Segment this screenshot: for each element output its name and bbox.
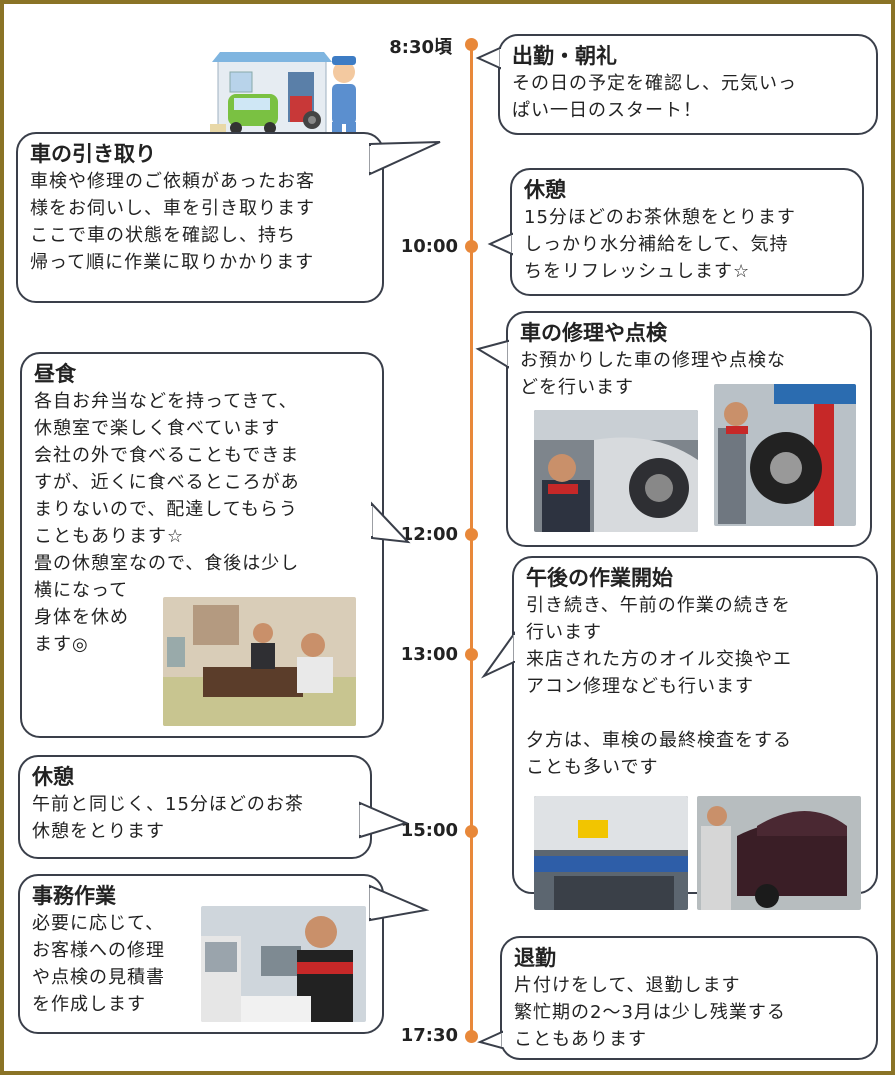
time-label: 12:00 bbox=[400, 524, 458, 545]
event-body: その日の予定を確認し、元気いっ ぱい一日のスタート！ bbox=[512, 73, 797, 121]
timeline-dot bbox=[465, 38, 478, 51]
event-break2-bubble: 休憩 午前と同じく、15分ほどのお茶 休憩をとります bbox=[18, 755, 409, 859]
time-label: 10:00 bbox=[400, 236, 458, 257]
timeline-dot bbox=[465, 825, 478, 838]
timeline-dot bbox=[465, 1030, 478, 1043]
timeline-dot bbox=[465, 648, 478, 661]
event-title: 車の修理や点検 bbox=[520, 321, 667, 345]
event-body: 午前と同じく、15分ほどのお茶 休憩をとります bbox=[32, 794, 304, 842]
afternoon-photo-engine bbox=[697, 796, 861, 910]
event-body: お預かりした車の修理や点検な どを行います bbox=[520, 350, 786, 398]
time-label: 8:30頃 bbox=[389, 37, 452, 58]
event-title: 休憩 bbox=[32, 765, 74, 789]
event-arrival-bubble: 出勤・朝礼 その日の予定を確認し、元気いっ ぱい一日のスタート！ bbox=[475, 34, 878, 135]
event-title: 事務作業 bbox=[32, 884, 116, 908]
event-break1-bubble: 休憩 15分ほどのお茶休憩をとります しっかり水分補給をして、気持 ちをリフレッ… bbox=[487, 168, 864, 296]
time-label: 13:00 bbox=[400, 644, 458, 665]
event-title: 車の引き取り bbox=[30, 142, 156, 166]
time-label: 17:30 bbox=[400, 1025, 458, 1046]
event-title: 昼食 bbox=[34, 362, 76, 386]
time-label: 15:00 bbox=[400, 820, 458, 841]
repair-photo-wheelwell bbox=[534, 410, 698, 532]
event-title: 退勤 bbox=[514, 946, 556, 970]
event-body: 引き続き、午前の作業の続きを 行います 来店された方のオイル交換やエ アコン修理… bbox=[526, 595, 792, 778]
timeline-dot bbox=[465, 528, 478, 541]
event-leave-bubble: 退勤 片付けをして、退勤します 繁忙期の2〜3月は少し残業する こともあります bbox=[477, 936, 878, 1060]
event-pickup-bubble: 車の引き取り 車検や修理のご依頼があったお客 様をお伺いし、車を引き取ります こ… bbox=[16, 132, 441, 303]
event-body: 必要に応じて、 お客様への修理 や点検の見積書 を作成します bbox=[32, 913, 165, 1015]
office-photo-desk bbox=[201, 906, 366, 1022]
event-body-continued: 横になって 身体を休め ます◎ bbox=[34, 580, 129, 655]
event-title: 出勤・朝礼 bbox=[512, 44, 617, 68]
event-title: 休憩 bbox=[524, 178, 566, 202]
lunch-photo-break-room bbox=[163, 597, 356, 726]
repair-photo-tire bbox=[714, 384, 856, 526]
event-body: 15分ほどのお茶休憩をとります しっかり水分補給をして、気持 ちをリフレッシュし… bbox=[524, 207, 796, 282]
timeline-dot bbox=[465, 240, 478, 253]
garage-mechanic-illustration bbox=[210, 52, 359, 161]
event-body: 各自お弁当などを持ってきて、 休憩室で楽しく食べています 会社の外で食べることも… bbox=[34, 391, 300, 574]
event-body: 車検や修理のご依頼があったお客 様をお伺いし、車を引き取ります ここで車の状態を… bbox=[30, 171, 315, 273]
afternoon-photo-oil-change bbox=[534, 796, 688, 910]
event-body: 片付けをして、退勤します 繁忙期の2〜3月は少し残業する こともあります bbox=[514, 975, 786, 1050]
event-title: 午後の作業開始 bbox=[526, 566, 673, 590]
